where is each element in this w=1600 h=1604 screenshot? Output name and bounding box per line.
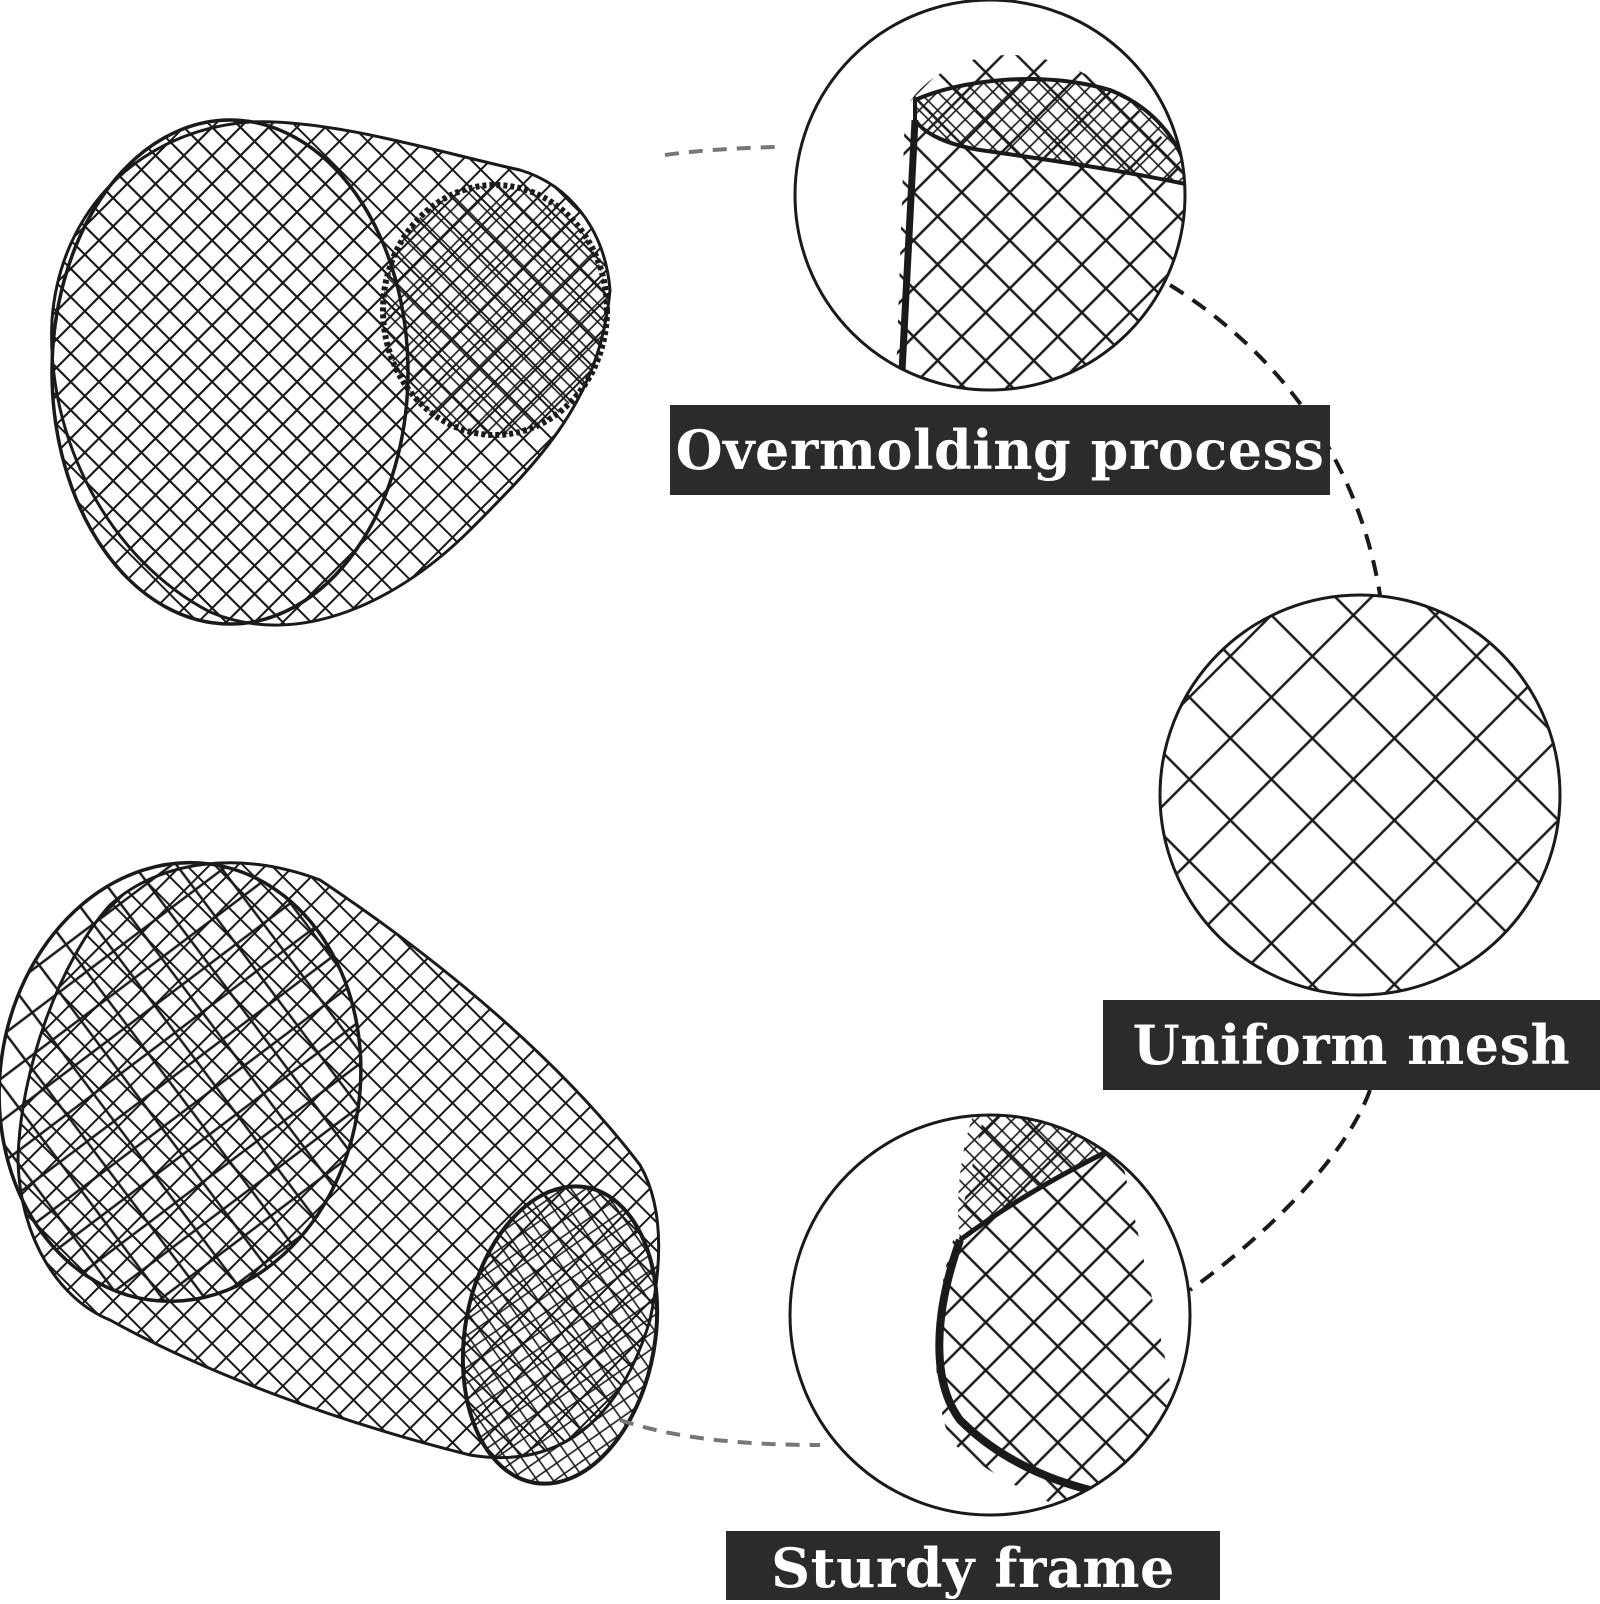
uniform-mesh-label: Uniform mesh <box>1103 1000 1600 1090</box>
mesh-basket-tilted-icon <box>50 118 612 627</box>
mesh-basket-upright-icon <box>0 860 661 1486</box>
rim-closeup-circle <box>793 0 1187 392</box>
overmolding-process-label: Overmolding process <box>670 405 1330 495</box>
connector-arc-bottom <box>1188 1089 1372 1292</box>
mesh-closeup-circle <box>1158 593 1562 997</box>
frame-closeup-circle <box>788 1113 1192 1517</box>
sturdy-frame-label: Sturdy frame <box>726 1531 1220 1600</box>
